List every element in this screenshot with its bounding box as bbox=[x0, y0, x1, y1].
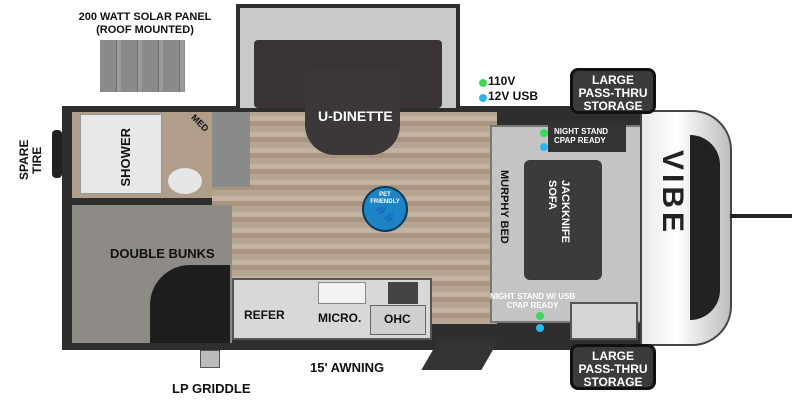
storage-line3: STORAGE bbox=[583, 99, 643, 113]
storage-bottom: LARGE PASS-THRU STORAGE bbox=[570, 344, 656, 390]
legend-usb-label: 12V USB bbox=[488, 89, 539, 103]
nightstand-top-label: NIGHT STAND CPAP READY bbox=[554, 127, 608, 145]
solar-panel bbox=[100, 40, 185, 92]
storage-line1: LARGE bbox=[592, 73, 634, 87]
bunk-wheel-well bbox=[150, 265, 230, 343]
lp-griddle-box bbox=[200, 350, 220, 368]
awning-label: 15' AWNING bbox=[310, 360, 385, 375]
spare-line2: TIRE bbox=[30, 146, 44, 174]
shower-label: SHOWER bbox=[118, 128, 133, 187]
solar-label-line2: (ROOF MOUNTED) bbox=[96, 24, 194, 36]
storage-top: LARGE PASS-THRU STORAGE bbox=[570, 68, 656, 114]
ohc-label: OHC bbox=[384, 312, 411, 326]
micro-label: MICRO. bbox=[318, 311, 362, 325]
front-window bbox=[690, 135, 720, 320]
pet-line2: FRIENDLY bbox=[370, 199, 400, 205]
spare-tire-icon bbox=[52, 130, 62, 178]
pet-line1: PET bbox=[379, 192, 391, 198]
udinette-label: U-DINETTE bbox=[318, 108, 393, 124]
paw-icon: 🐾 bbox=[375, 206, 395, 223]
sofa-line1: JACKKNIFE bbox=[559, 180, 571, 243]
storage-line2: PASS-THRU bbox=[578, 362, 648, 376]
sink bbox=[318, 282, 366, 304]
murphy-bed-label: MURPHY BED bbox=[498, 170, 510, 244]
nightstand-top bbox=[548, 122, 626, 152]
storage-line3: STORAGE bbox=[583, 375, 643, 389]
ns-top-line2: CPAP READY bbox=[554, 136, 606, 145]
legend-110v-label: 110V bbox=[488, 74, 516, 88]
nightstand-bottom-label: NIGHT STAND W/ USB CPAP READY bbox=[490, 292, 575, 310]
nightstand-bottom bbox=[570, 302, 638, 340]
outlet-110v-icon bbox=[536, 312, 544, 320]
outlet-usb-icon bbox=[536, 324, 544, 332]
lp-griddle-label: LP GRIDDLE bbox=[172, 381, 251, 396]
brand-logo: VIBE bbox=[656, 150, 689, 237]
ohc-box bbox=[370, 305, 426, 335]
ns-bot-line2: CPAP READY bbox=[506, 301, 559, 310]
solar-label: 200 WATT SOLAR PANEL (ROOF MOUNTED) bbox=[70, 11, 220, 37]
storage-line2: PASS-THRU bbox=[578, 86, 648, 100]
legend-usb-dot bbox=[479, 94, 487, 102]
outlet-110v-icon bbox=[540, 129, 548, 137]
outlet-usb-icon bbox=[540, 143, 548, 151]
dinette-table bbox=[305, 70, 400, 155]
solar-label-line1: 200 WATT SOLAR PANEL bbox=[78, 11, 212, 23]
refer-label: REFER bbox=[244, 308, 285, 322]
stove bbox=[388, 282, 418, 304]
toilet bbox=[168, 168, 202, 194]
ns-bot-line1: NIGHT STAND W/ USB bbox=[490, 292, 576, 301]
double-bunks-label: DOUBLE BUNKS bbox=[110, 246, 215, 261]
legend-110v-dot bbox=[479, 79, 487, 87]
pet-friendly-badge: PET FRIENDLY 🐾 bbox=[362, 186, 408, 232]
storage-line1: LARGE bbox=[592, 349, 634, 363]
sofa-line2: SOFA bbox=[546, 180, 558, 210]
ns-top-line1: NIGHT STAND bbox=[554, 127, 609, 136]
hitch bbox=[730, 214, 792, 218]
shower bbox=[80, 114, 162, 194]
spare-line1: SPARE bbox=[17, 139, 31, 181]
jackknife-sofa bbox=[524, 160, 602, 280]
bath-wall bbox=[212, 112, 250, 187]
